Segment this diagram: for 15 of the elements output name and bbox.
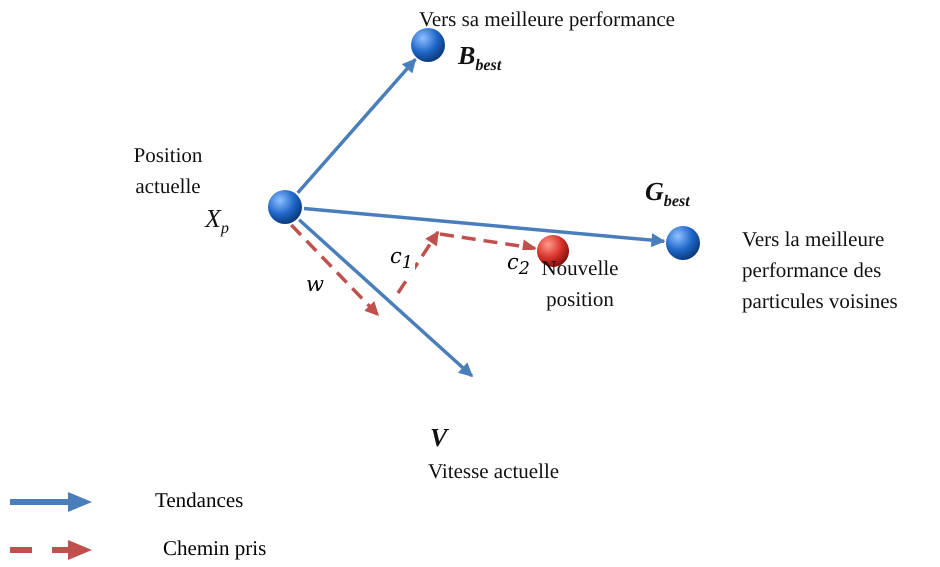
- text-label: Position actuelle: [132, 142, 204, 200]
- text-label: Vers la meilleure performance des particules voisines: [742, 226, 899, 315]
- vector-symbol: V: [430, 422, 448, 453]
- dashed-arrow: [290, 224, 380, 316]
- vector-symbol: G$_{best}$: [645, 176, 690, 212]
- arrow: [296, 58, 417, 194]
- arrow: [298, 218, 474, 378]
- legend-label: Chemin pris: [163, 536, 266, 561]
- text-label: Vitesse actuelle: [428, 458, 560, 485]
- vector-symbol: X$_{p}$: [205, 203, 229, 240]
- arrow: [304, 206, 666, 248]
- text-label: Vers sa meilleure performance: [419, 6, 675, 33]
- vector-symbol: B$_{best}$: [458, 40, 502, 76]
- text-label: Nouvelle position: [540, 255, 620, 313]
- legend-label: Tendances: [155, 488, 244, 513]
